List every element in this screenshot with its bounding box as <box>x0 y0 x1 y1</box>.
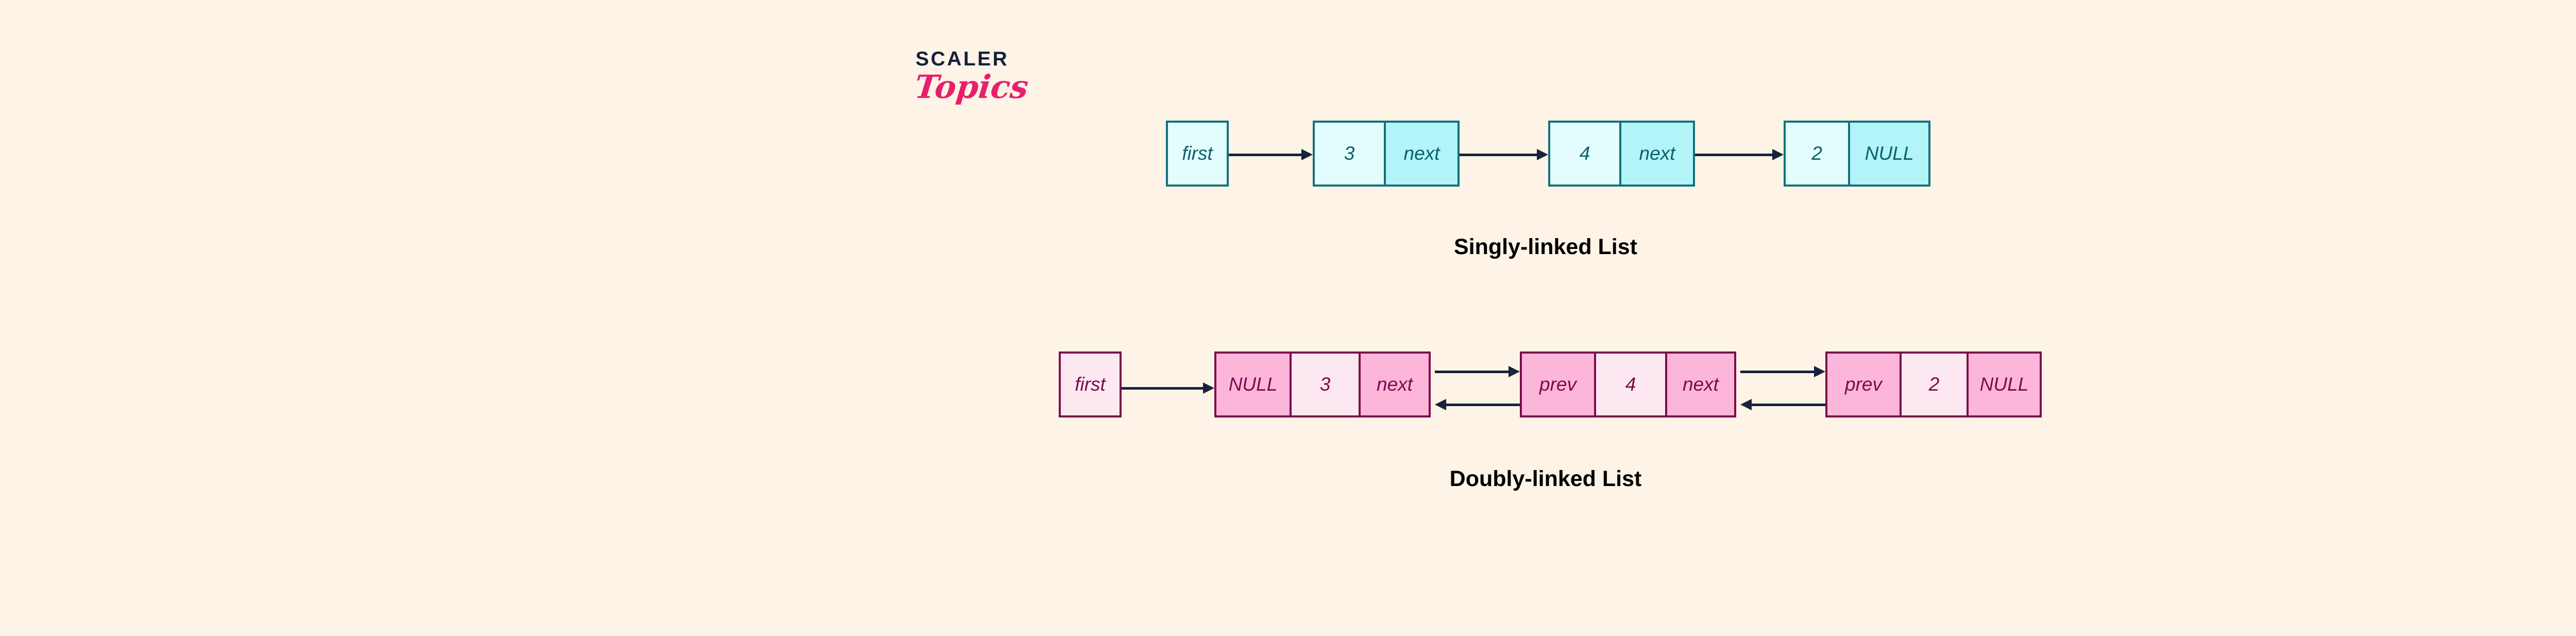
doubly-arrow-node-1-to-node-2-forward <box>1435 365 1520 378</box>
singly-node-1-next: next <box>1384 123 1458 185</box>
doubly-node-3-prev: prev <box>1827 354 1900 415</box>
arrow-head-right-icon <box>1301 149 1313 160</box>
arrow-head-right-icon <box>1772 149 1784 160</box>
doubly-arrow-node-2-to-node-1-backward <box>1435 398 1520 411</box>
arrow-shaft <box>1695 154 1774 156</box>
doubly-node-1-prev: NULL <box>1216 354 1290 415</box>
singly-node-3-data: 2 <box>1786 123 1849 185</box>
singly-node-2-next: next <box>1619 123 1693 185</box>
doubly-node-1-data: 3 <box>1290 354 1359 415</box>
singly-node-3: 2 NULL <box>1784 121 1930 187</box>
singly-head-pointer-label: first <box>1168 123 1227 185</box>
singly-node-2: 4 next <box>1548 121 1695 187</box>
doubly-arrow-head-to-node-1 <box>1122 381 1214 395</box>
doubly-linked-list-caption: Doubly-linked List <box>1449 466 1642 491</box>
singly-linked-list-diagram: first 3 next 4 next 2 NULL Singly-linked… <box>0 0 2576 289</box>
doubly-node-2-next: next <box>1665 354 1734 415</box>
doubly-arrow-node-3-to-node-2-backward <box>1740 398 1825 411</box>
logo-wordmark: SCALER <box>916 48 1009 70</box>
doubly-linked-list-diagram: first NULL 3 next prev 4 next prev 2 <box>1059 352 2042 491</box>
singly-node-2-data: 4 <box>1550 123 1620 185</box>
singly-arrow-head-to-node-1 <box>1229 148 1313 161</box>
arrow-head-right-icon <box>1509 366 1520 377</box>
scaler-topics-logo: SCALER Topics <box>913 48 1086 126</box>
arrow-shaft <box>1750 404 1825 406</box>
arrow-shaft <box>1460 154 1539 156</box>
arrow-head-left-icon <box>1435 399 1446 410</box>
doubly-node-1-next: next <box>1359 354 1429 415</box>
doubly-node-1: NULL 3 next <box>1214 352 1431 417</box>
doubly-head-pointer-box: first <box>1059 352 1122 417</box>
doubly-node-3-next: NULL <box>1967 354 2040 415</box>
arrow-shaft <box>1740 371 1816 373</box>
singly-node-1: 3 next <box>1313 121 1460 187</box>
doubly-node-2-data: 4 <box>1594 354 1665 415</box>
arrow-shaft <box>1444 404 1520 406</box>
arrow-shaft <box>1229 154 1303 156</box>
singly-linked-list-caption: Singly-linked List <box>1454 235 1637 259</box>
singly-head-pointer-box: first <box>1166 121 1229 187</box>
doubly-arrow-node-2-to-node-3-forward <box>1740 365 1825 378</box>
singly-arrow-node-1-to-node-2 <box>1460 148 1548 161</box>
doubly-head-pointer-label: first <box>1061 354 1120 415</box>
arrow-head-left-icon <box>1740 399 1752 410</box>
doubly-node-3-data: 2 <box>1900 354 1967 415</box>
arrow-head-right-icon <box>1814 366 1825 377</box>
arrow-head-right-icon <box>1203 382 1214 394</box>
arrow-head-right-icon <box>1537 149 1548 160</box>
arrow-shaft <box>1435 371 1511 373</box>
singly-node-1-data: 3 <box>1315 123 1384 185</box>
singly-node-3-next: NULL <box>1848 123 1928 185</box>
singly-arrow-node-2-to-node-3 <box>1695 148 1784 161</box>
doubly-node-2-prev: prev <box>1522 354 1594 415</box>
arrow-shaft <box>1122 387 1205 390</box>
doubly-node-3: prev 2 NULL <box>1825 352 2042 417</box>
doubly-node-2: prev 4 next <box>1520 352 1736 417</box>
